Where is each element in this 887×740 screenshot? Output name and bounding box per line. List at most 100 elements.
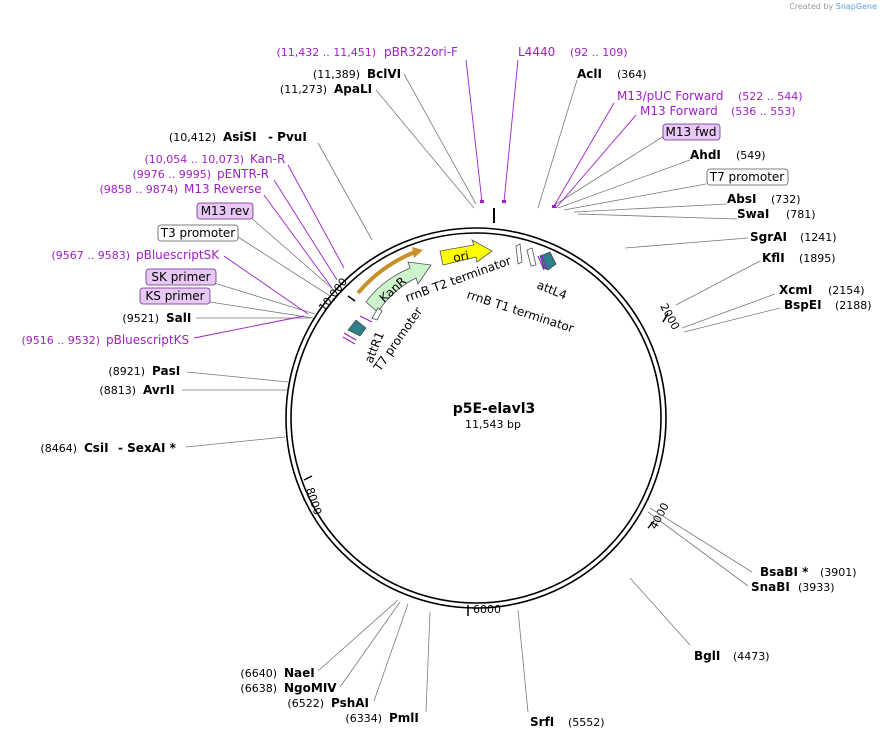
enzyme-pos-csii: (8464) [40, 442, 77, 455]
primer-mark [359, 315, 373, 323]
enzyme-pos-naei: (6640) [240, 667, 277, 680]
box-label-sk-primer: SK primer [151, 270, 210, 284]
enzyme-name-bclvi: BclVI [367, 67, 401, 81]
tick-mark-4000 [647, 520, 655, 529]
enzyme-pos-bsabi: (3901) [820, 566, 857, 579]
boxed-labels: M13 fwd T7 promoter M13 rev T3 promoter … [139, 123, 789, 305]
tick-label-6000: 6000 [473, 603, 501, 616]
enzyme-name-sgrai: SgrAI [750, 230, 787, 244]
enzyme-name-snabi: SnaBI [751, 580, 790, 594]
primer-name-m13-forward: M13 Forward [640, 104, 718, 118]
enzyme-name-ngomiv: NgoMIV [284, 681, 337, 695]
snapgene-brand: SnapGene [835, 2, 877, 11]
box-label-m13-fwd: M13 fwd [666, 125, 717, 139]
enzyme-name-naei: NaeI [284, 666, 315, 680]
primer-name-pbluescriptks: pBluescriptKS [106, 333, 189, 347]
lead-absi [573, 203, 728, 213]
features: KanR ori rrnB T2 terminator rrnB T1 term… [342, 239, 576, 375]
plasmid-name: p5E-elavl3 [453, 401, 536, 417]
enzyme-pos-avrii: (8813) [99, 384, 136, 397]
lead-bclvi [403, 73, 477, 205]
rrnb-t2-terminator-arrow [515, 243, 523, 265]
primer-name-m13-reverse: M13 Reverse [184, 182, 262, 196]
rrnb-t1-terminator-arrow [526, 247, 537, 267]
lead-asisi [317, 142, 373, 241]
kanr-arrow [365, 261, 432, 313]
lead-xcmi [681, 293, 776, 329]
tick-label-2000: 2000 [657, 301, 682, 332]
attr1-arrow [347, 319, 367, 337]
lead-srfi [517, 609, 529, 713]
primer-mark [343, 332, 357, 341]
enzyme-pos-kfli: (1895) [799, 252, 836, 265]
plead-pbluescriptsk [223, 255, 309, 315]
lead-ks-primer [209, 301, 314, 319]
lead-ngomiv [339, 601, 401, 688]
enzyme-name-bspei: BspEI [784, 298, 822, 312]
primer-name-kan-r: Kan-R [250, 152, 285, 166]
plead-pentr-r [273, 179, 338, 281]
primer-pos-pbr322ori-f: (11,432 .. 11,451) [276, 46, 376, 59]
enzyme-name-pasi: PasI [152, 364, 180, 378]
plead-l4440 [503, 59, 519, 203]
enzyme-name-acli: AclI [577, 67, 602, 81]
primer-site-pbr322ori-f [480, 200, 484, 203]
primer-labels: (11,432 .. 11,451) pBR322ori-F L4440 (92… [21, 45, 802, 347]
box-t7-promoter [706, 168, 789, 186]
primer-pos-pentr-r: (9976 .. 9995) [132, 168, 211, 181]
lead-snabi [647, 511, 749, 587]
plasmid-size: 11,543 bp [465, 418, 521, 431]
primer-name-pbluescriptsk: pBluescriptSK [136, 248, 220, 262]
primer-pos-m13-reverse: (9858 .. 9874) [99, 183, 178, 196]
plead-kan-r [287, 164, 345, 269]
enzyme-name-pvui: - PvuI [268, 130, 307, 144]
enzyme-name-bsabi: BsaBI * [760, 565, 809, 579]
lead-sgrai [624, 237, 749, 249]
lead-pmli [425, 611, 431, 713]
primer-mark [342, 336, 356, 345]
primer-site-l4440 [502, 200, 506, 203]
enzyme-pos-pmli: (6334) [345, 712, 382, 725]
lead-m13-rev [248, 215, 335, 291]
lead-m13-fwd [552, 135, 665, 207]
enzyme-name-srfi: SrfI [530, 715, 554, 729]
enzyme-name-xcmi: XcmI [779, 283, 812, 297]
backbone-outer [285, 227, 667, 609]
enzyme-pos-apali: (11,273) [280, 83, 327, 96]
primer-leader-lines [193, 59, 637, 339]
lead-apali [375, 89, 475, 209]
primer-pos-m13-puc-forward: (522 .. 544) [738, 90, 803, 103]
lead-pshai [373, 603, 409, 702]
box-m13-fwd [662, 123, 721, 141]
enzyme-name-csii: CsiI [84, 441, 109, 455]
tick-mark-2000 [662, 312, 669, 323]
tick-mark-10000 [347, 295, 356, 302]
enzyme-name-absi: AbsI [727, 192, 756, 206]
primer-pos-kan-r: (10,054 .. 10,073) [144, 153, 244, 166]
backbone-inner [290, 232, 662, 604]
tick-label-10000: 10,000 [316, 276, 350, 314]
plead-m13-puc-forward [553, 102, 615, 207]
enzyme-pos-sgrai: (1241) [800, 231, 837, 244]
primer-pos-m13-forward: (536 .. 553) [731, 105, 796, 118]
attl4-label: attL4 [535, 278, 569, 303]
tick-mark-8000 [303, 475, 313, 481]
t7-promoter-arrow [371, 307, 383, 321]
lead-csii [185, 436, 286, 448]
lead-bgli [629, 577, 691, 646]
enzyme-name-pmli: PmlI [389, 711, 419, 725]
ori-arrow [439, 239, 493, 266]
primer-mark [540, 254, 548, 270]
enzyme-name-asisi: AsiSI [223, 130, 257, 144]
enzyme-pos-pasi: (8921) [108, 365, 145, 378]
enzyme-name-pshai: PshAI [331, 696, 369, 710]
enzyme-name-bgli: BglI [694, 649, 720, 663]
enzyme-name-sexai: - SexAI * [118, 441, 177, 455]
enzyme-pos-snabi: (3933) [798, 581, 835, 594]
enzyme-pos-bgli: (4473) [733, 650, 770, 663]
credit-text: Created by [789, 2, 834, 11]
enzyme-pos-acli: (364) [617, 68, 647, 81]
lead-bspei [683, 307, 781, 333]
enzyme-name-kfli: KflI [762, 251, 785, 265]
enzyme-pos-sali: (9521) [122, 312, 159, 325]
